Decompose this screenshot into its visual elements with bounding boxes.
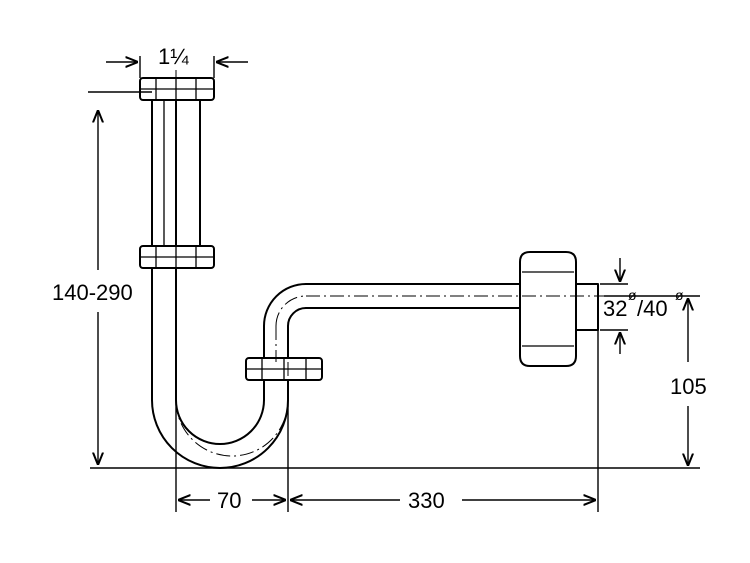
dim-height-range: 140-290 (52, 91, 152, 465)
diameter-symbol-b: ø (675, 287, 684, 303)
dim-inlet-size: 1¼ (106, 44, 248, 78)
top-nut (139, 77, 215, 101)
height-range-label: 140-290 (52, 280, 133, 305)
offset-label: 70 (217, 488, 241, 513)
wall-rosette (519, 251, 599, 367)
outlet-height-label: 105 (670, 374, 707, 399)
middle-nut (139, 245, 215, 269)
trap-nut (245, 357, 323, 381)
dim-outlet-height: 105 (604, 295, 707, 466)
length-label: 330 (408, 488, 445, 513)
dim-outlet-diameter: 32 ø /40 ø (600, 258, 684, 354)
inlet-size-label: 1¼ (158, 44, 189, 69)
diameter-symbol-a: ø (628, 287, 637, 303)
center-lines (175, 70, 625, 457)
outlet-diam-b-label: /40 (637, 296, 668, 321)
outlet-diam-a-label: 32 (603, 296, 627, 321)
dim-horizontal: 70 330 (175, 330, 599, 513)
